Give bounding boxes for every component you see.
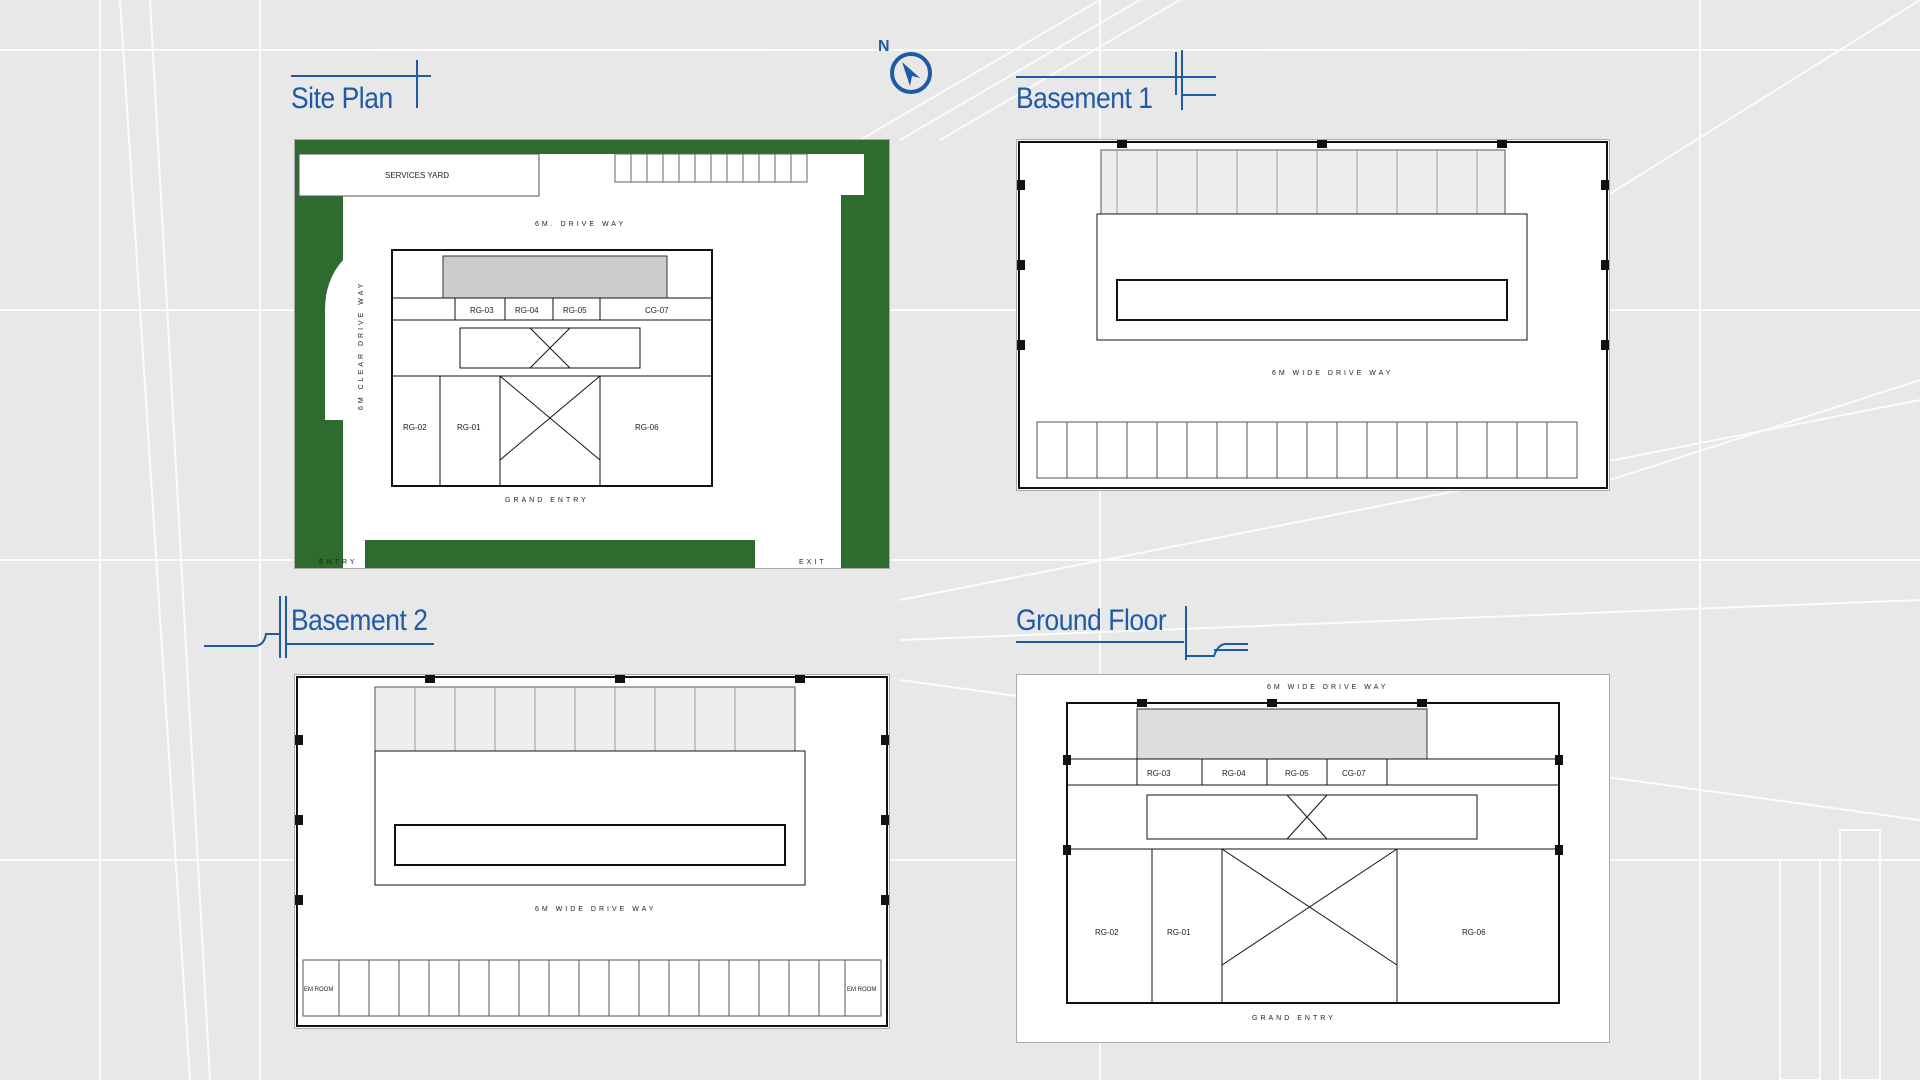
entry-label: ENTRY [319,559,358,566]
basement1-title: Basement 1 [1016,82,1153,115]
site-plan-title: Site Plan [291,82,393,115]
grand-entry-label: GRAND ENTRY [1252,1015,1336,1022]
north-label: N [878,38,890,55]
room-label: CG-07 [645,306,669,315]
basement2-title: Basement 2 [291,604,428,637]
drive-way-label: 6M WIDE DRIVE WAY [535,906,656,913]
room-label: RG-03 [470,306,494,315]
room-label: RG-05 [563,306,587,315]
basement1-drawing[interactable]: 6M WIDE DRIVE WAY [1016,139,1610,491]
room-label: RG-05 [1285,769,1309,778]
title-decoration [1016,606,1248,660]
room-label: RG-06 [635,423,659,432]
exit-label: EXIT [799,559,827,566]
services-yard-label: SERVICES YARD [385,171,449,180]
clear-drive-label: 6M CLEAR DRIVE WAY [358,281,365,410]
title-decoration [291,60,431,108]
room-label: RG-02 [1095,928,1119,937]
drive-way-label: 6M WIDE DRIVE WAY [1267,684,1388,691]
room-label: CG-07 [1342,769,1366,778]
compass-arrow-icon [890,52,932,94]
room-label: RG-04 [515,306,539,315]
ground-floor-title: Ground Floor [1016,604,1167,637]
em-room-right: EM ROOM [847,987,876,993]
room-label: RG-03 [1147,769,1171,778]
room-label: RG-01 [1167,928,1191,937]
room-label: RG-04 [1222,769,1246,778]
room-label: RG-06 [1462,928,1486,937]
room-label: RG-02 [403,423,427,432]
drive-way-label: 6M. DRIVE WAY [535,221,626,228]
site-plan-drawing[interactable]: SERVICES YARD 6M. DRIVE WAY RG-03 RG-04 … [294,139,890,569]
title-decoration [1016,50,1216,110]
north-compass: N [878,38,938,98]
ground-floor-drawing[interactable]: 6M WIDE DRIVE WAY RG-03 RG-04 RG-05 CG-0… [1016,674,1610,1043]
title-decoration [204,596,434,658]
room-label: RG-01 [457,423,481,432]
basement2-drawing[interactable]: 6M WIDE DRIVE WAY EM ROOM EM ROOM [294,674,890,1029]
drive-way-label: 6M WIDE DRIVE WAY [1272,370,1393,377]
grand-entry-label: GRAND ENTRY [505,497,589,504]
em-room-left: EM ROOM [304,987,333,993]
